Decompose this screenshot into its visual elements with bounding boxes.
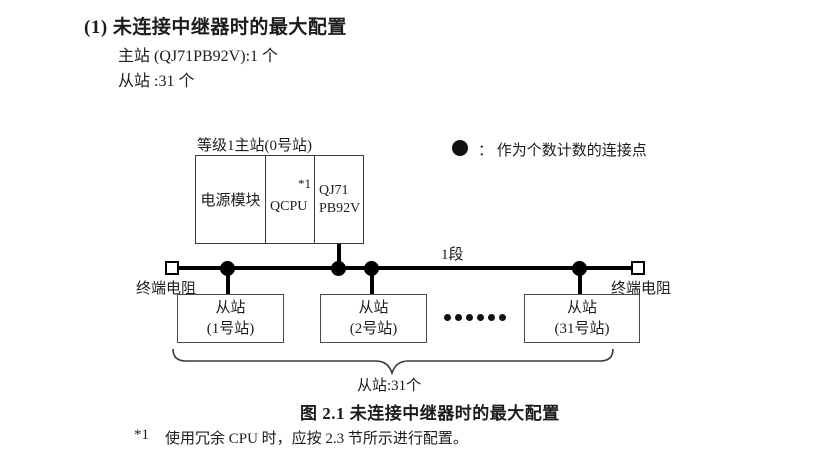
footnote: *1 使用冗余 CPU 时，应按 2.3 节所示进行配置。 bbox=[134, 427, 468, 448]
section-heading: (1) 未连接中继器时的最大配置 bbox=[84, 17, 347, 38]
connection-point-dot bbox=[331, 261, 346, 276]
slave1-drop-line bbox=[226, 268, 230, 294]
master-count-line: 主站 (QJ71PB92V):1 个 bbox=[118, 48, 279, 65]
segment-label: 1段 bbox=[441, 247, 464, 263]
master-station-label: 等级1主站(0号站) bbox=[197, 138, 312, 154]
terminator-right-label: 终端电阻 bbox=[611, 281, 672, 297]
qcpu-label: QCPU bbox=[270, 199, 308, 214]
brace bbox=[172, 348, 614, 376]
ellipsis-dots bbox=[444, 314, 506, 321]
power-module-label: 电源模块 bbox=[200, 193, 261, 209]
pb92v-label-line2: PB92V bbox=[319, 200, 361, 216]
slave1-label-line1: 从站 bbox=[215, 300, 246, 317]
qcpu-footnote-marker: *1 bbox=[298, 176, 311, 191]
bus-line bbox=[172, 266, 638, 270]
brace-label: 从站:31个 bbox=[357, 378, 422, 394]
connection-point-dot bbox=[220, 261, 235, 276]
figure-caption: 图 2.1 未连接中继器时的最大配置 bbox=[300, 404, 560, 423]
master-drop-line bbox=[337, 244, 341, 268]
slave31-label-line1: 从站 bbox=[566, 300, 597, 317]
footnote-marker: *1 bbox=[134, 427, 149, 443]
terminator-left-square bbox=[165, 261, 179, 275]
slave-count-line: 从站 :31 个 bbox=[118, 73, 195, 90]
legend-text: ： 作为个数计数的连接点 bbox=[478, 143, 647, 159]
slave31-drop-line bbox=[578, 268, 582, 294]
slave-box-2: 从站 (2号站) bbox=[320, 294, 427, 343]
qcpu-cell: *1 QCPU bbox=[266, 156, 315, 243]
terminator-left-label: 终端电阻 bbox=[136, 281, 197, 297]
master-station-box: 电源模块 *1 QCPU QJ71 PB92V bbox=[195, 155, 364, 244]
pb92v-label-line1: QJ71 bbox=[319, 183, 349, 198]
connection-point-dot bbox=[364, 261, 379, 276]
footnote-text: 使用冗余 CPU 时，应按 2.3 节所示进行配置。 bbox=[165, 431, 468, 447]
slave31-label-line2: (31号站) bbox=[554, 320, 610, 337]
pb92v-cell: QJ71 PB92V bbox=[315, 156, 363, 243]
legend-connection-dot bbox=[452, 140, 468, 156]
slave1-label-line2: (1号站) bbox=[206, 320, 255, 337]
slave-box-1: 从站 (1号站) bbox=[177, 294, 284, 343]
connection-point-dot bbox=[572, 261, 587, 276]
slave2-label-line1: 从站 bbox=[358, 300, 389, 317]
terminator-right-square bbox=[631, 261, 645, 275]
slave2-label-line2: (2号站) bbox=[349, 320, 398, 337]
slave-box-31: 从站 (31号站) bbox=[524, 294, 640, 343]
slave2-drop-line bbox=[370, 268, 374, 294]
power-module-cell: 电源模块 bbox=[196, 156, 266, 243]
